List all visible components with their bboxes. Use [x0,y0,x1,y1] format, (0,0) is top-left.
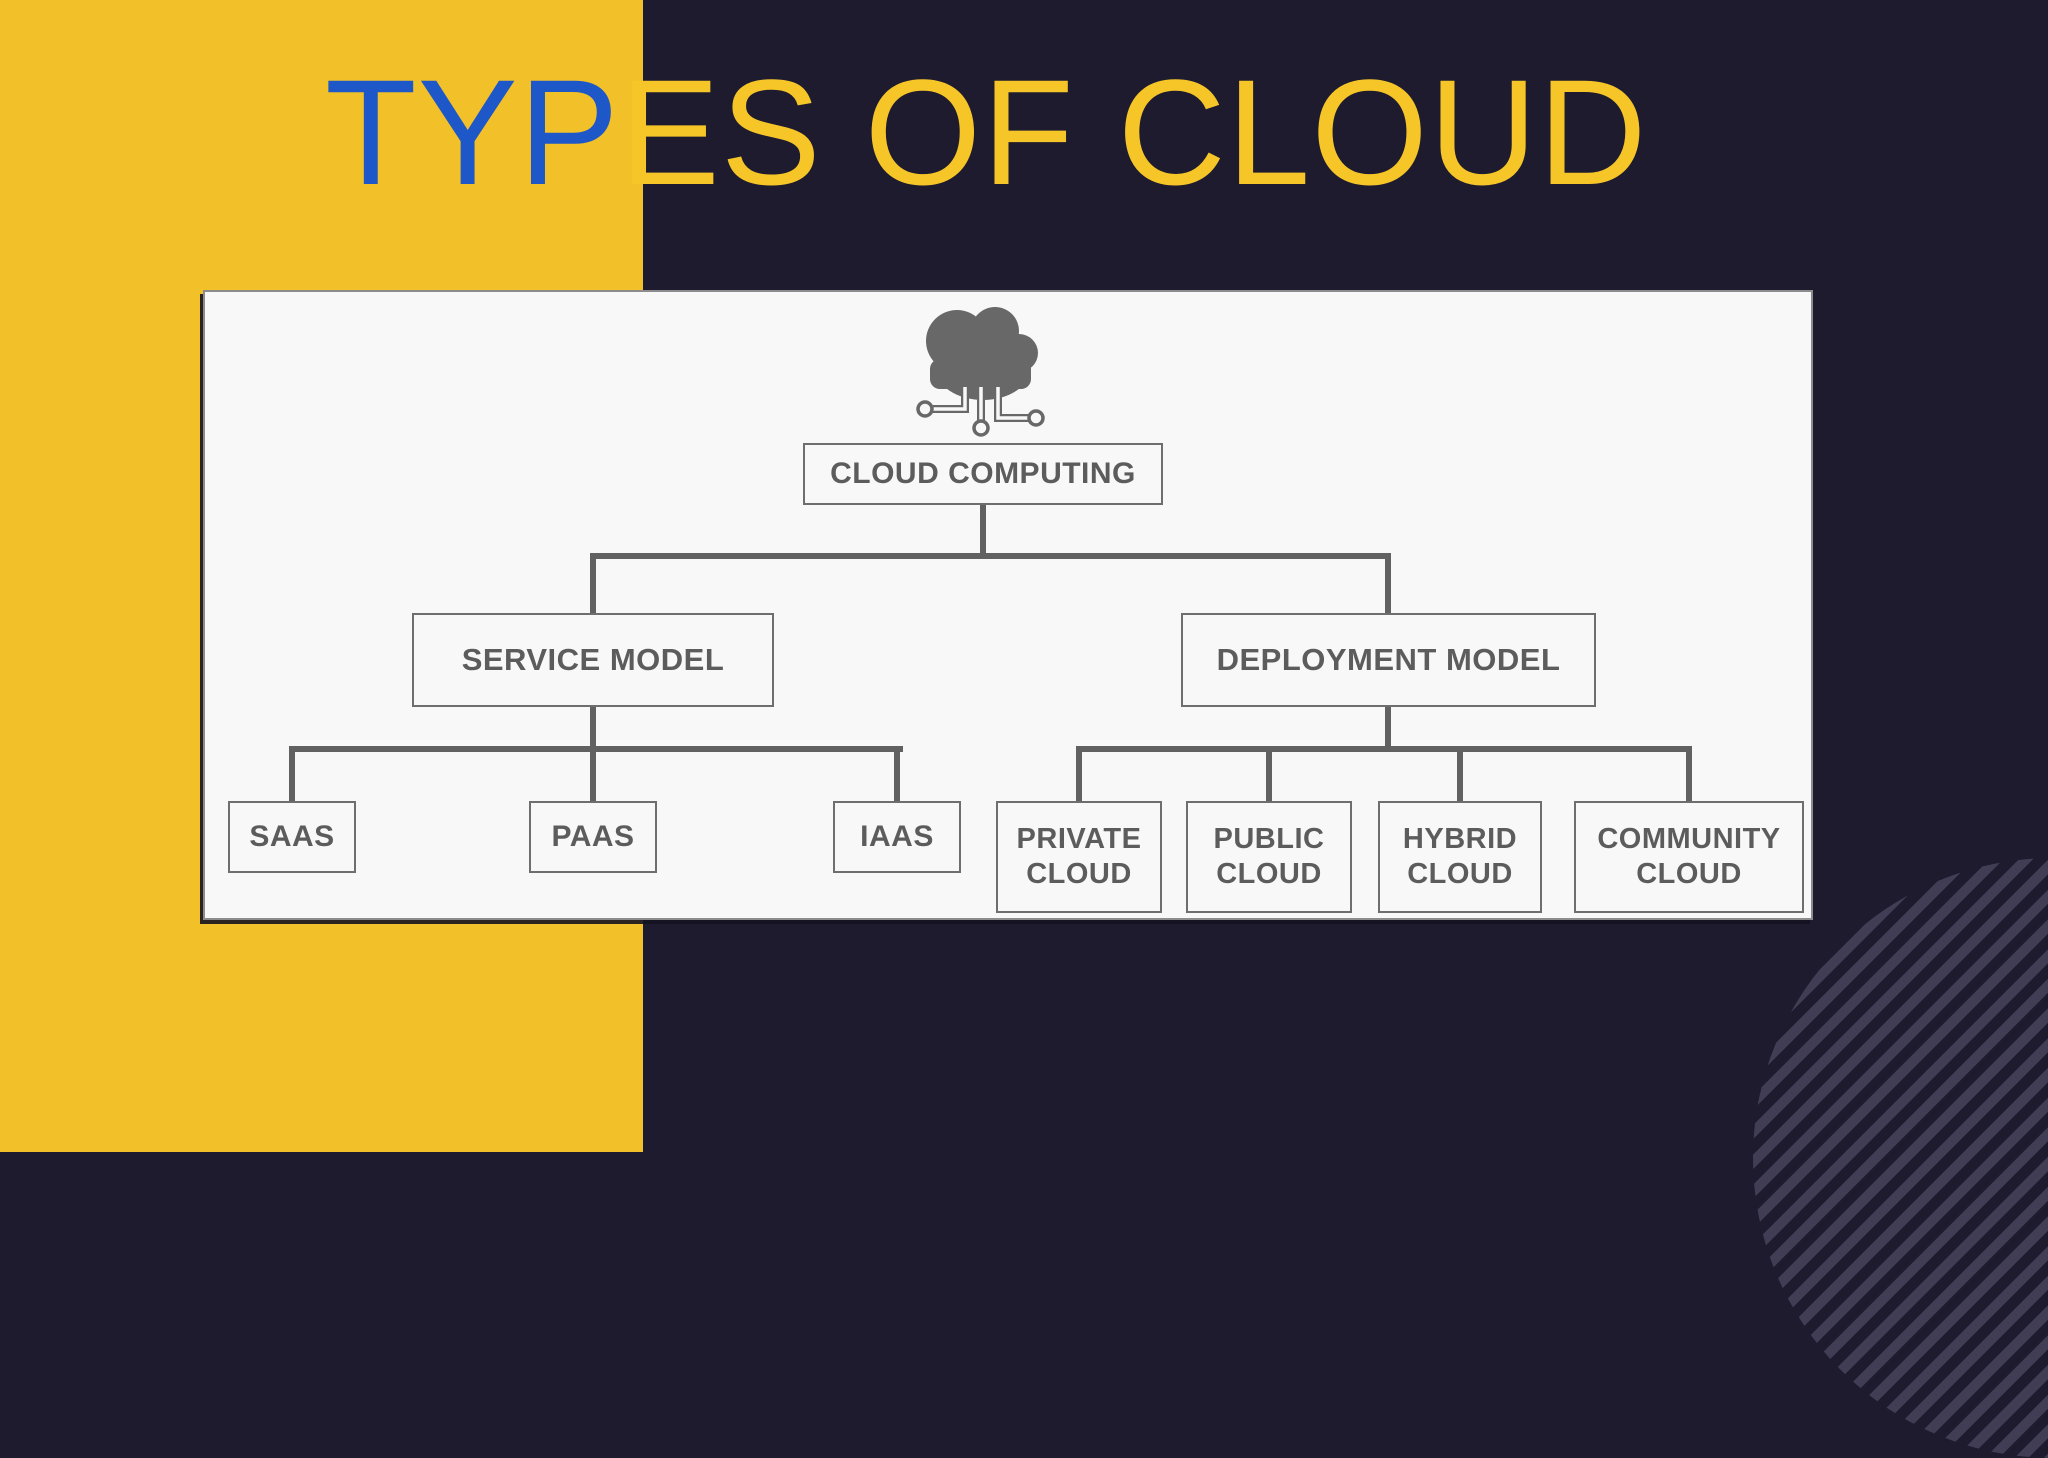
connector-deployment-stub [1385,705,1391,751]
connector-service-drop [590,553,596,615]
cloud-circuit-icon [916,307,1045,437]
node-public-cloud: PUBLIC CLOUD [1186,801,1352,913]
connector-private-drop [1076,746,1082,803]
connector-deployment-drop [1385,553,1391,615]
node-hybrid-cloud: HYBRID CLOUD [1378,801,1542,913]
connector-service-horizontal [289,746,903,752]
connector-iaas-drop [894,746,900,803]
striped-circle-decoration [1753,858,2048,1458]
node-paas: PAAS [529,801,657,873]
connector-top-horizontal [590,553,1391,559]
title-highlight: TYP [325,48,620,216]
connector-root-stub [980,504,986,556]
node-private-cloud: PRIVATE CLOUD [996,801,1162,913]
node-iaas: IAAS [833,801,961,873]
connector-hybrid-drop [1457,746,1463,803]
connector-service-stub [590,705,596,751]
node-deployment-model: DEPLOYMENT MODEL [1181,613,1596,707]
node-saas: SAAS [228,801,356,873]
connector-community-drop [1686,746,1692,803]
connector-public-drop [1266,746,1272,803]
node-community-cloud: COMMUNITY CLOUD [1574,801,1804,913]
connector-saas-drop [289,746,295,803]
node-cloud-computing: CLOUD COMPUTING [803,443,1163,505]
node-service-model: SERVICE MODEL [412,613,774,707]
page-title: TYPES OF CLOUD [325,57,1648,207]
connector-paas-drop [590,746,596,803]
title-rest: ES OF CLOUD [619,48,1648,216]
connector-deployment-horizontal [1077,746,1692,752]
